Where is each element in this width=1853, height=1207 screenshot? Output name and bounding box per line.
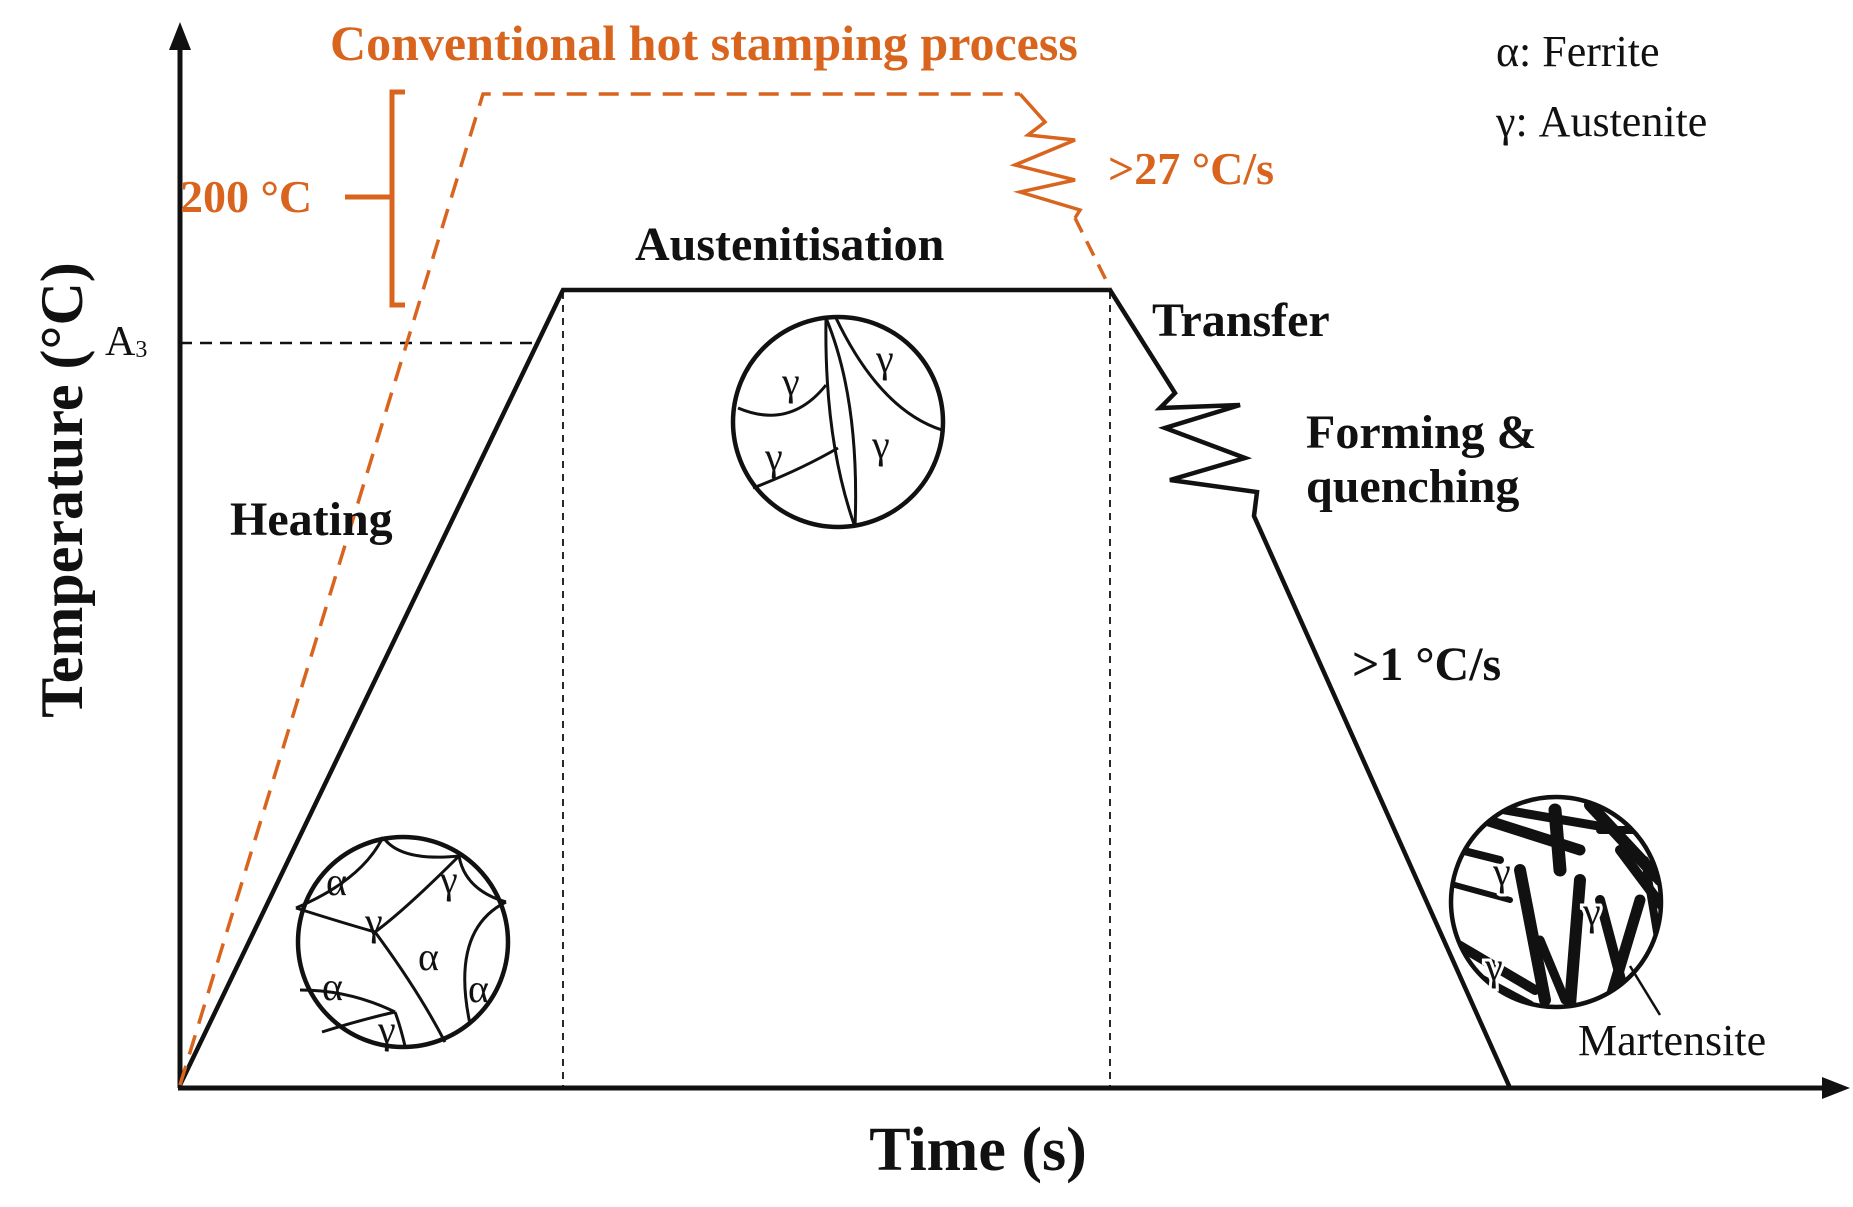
orange-process-title: Conventional hot stamping process xyxy=(330,15,1078,71)
y-axis-title: Temperature (°C) xyxy=(29,262,95,718)
legend-ferrite: α: Ferrite xyxy=(1496,27,1660,76)
microstructure-ferrite-austenite: α γ γ α α α γ xyxy=(295,834,511,1052)
svg-text:γ: γ xyxy=(1484,944,1503,989)
orange-dashed-tail xyxy=(1073,217,1112,289)
orange-dashed-curve xyxy=(178,92,1020,1086)
svg-text:γ: γ xyxy=(875,336,894,381)
svg-text:γ: γ xyxy=(439,857,458,902)
svg-text:γ: γ xyxy=(377,1007,396,1052)
x-axis-title: Time (s) xyxy=(869,1116,1087,1184)
stage-forming-line2: quenching xyxy=(1306,460,1519,513)
svg-text:γ: γ xyxy=(871,422,890,467)
orange-rate-label: >27 °C/s xyxy=(1108,143,1274,194)
offset-label: 200 °C xyxy=(180,171,312,222)
svg-text:γ: γ xyxy=(364,899,383,944)
svg-text:α: α xyxy=(326,859,347,904)
stage-austenitisation: Austenitisation xyxy=(635,218,944,271)
microstructure-martensite: γ γ γ Martensite xyxy=(1448,794,1766,1065)
stage-heating: Heating xyxy=(230,493,393,546)
y-axis-arrow-icon xyxy=(169,22,191,50)
svg-text:α: α xyxy=(418,934,439,979)
offset-bracket xyxy=(345,89,405,308)
stage-forming-line1: Forming & xyxy=(1306,406,1537,459)
microstructure-austenite: γ γ γ γ xyxy=(730,314,946,530)
a3-label: A3 xyxy=(105,319,147,365)
stage-cooling-rate: >1 °C/s xyxy=(1352,638,1501,691)
process-curve xyxy=(177,287,1513,1089)
svg-text:γ: γ xyxy=(1582,889,1601,934)
svg-text:γ: γ xyxy=(781,359,800,404)
martensite-label: Martensite xyxy=(1578,1016,1766,1065)
legend-austenite: γ: Austenite xyxy=(1495,97,1707,146)
martensite-pointer xyxy=(1628,965,1662,1016)
orange-process xyxy=(178,89,1112,1086)
svg-text:γ: γ xyxy=(1492,849,1511,894)
axes xyxy=(177,45,1830,1091)
svg-text:α: α xyxy=(468,966,489,1011)
x-axis-arrow-icon xyxy=(1822,1077,1850,1099)
orange-zigzag xyxy=(1009,92,1083,219)
svg-text:γ: γ xyxy=(764,434,783,479)
stage-transfer: Transfer xyxy=(1152,294,1330,347)
svg-text:α: α xyxy=(322,964,343,1009)
